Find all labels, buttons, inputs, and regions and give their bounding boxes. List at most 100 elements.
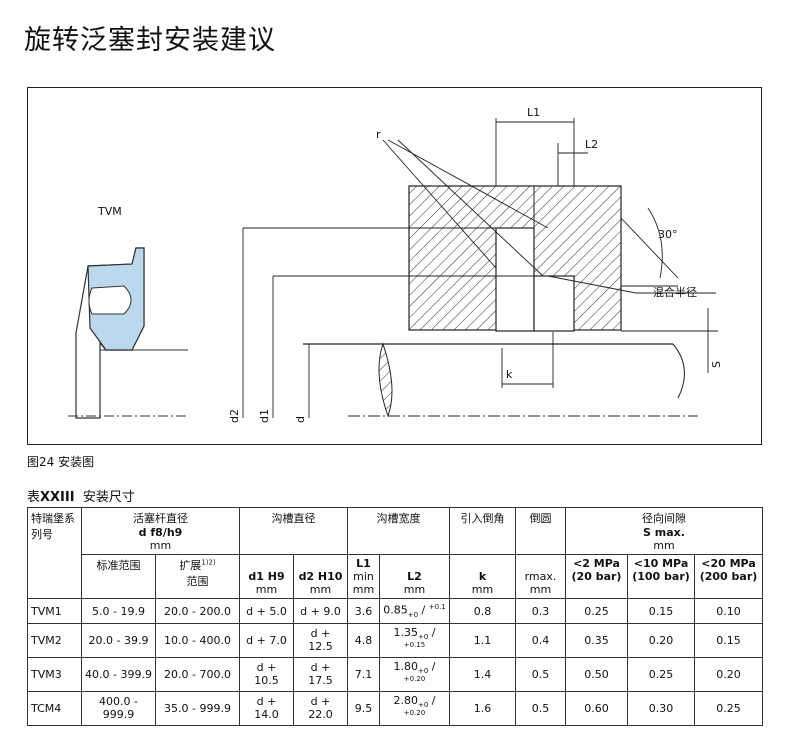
cell-l2-tol-hi: +0.20 xyxy=(403,675,426,684)
cell-ext: 20.0 - 200.0 xyxy=(155,598,240,624)
th-p10-bar: (100 bar) xyxy=(632,570,690,583)
cell-d2: d + 12.5 xyxy=(293,623,348,658)
housing-section xyxy=(408,185,622,332)
cell-d2: d + 22.0 xyxy=(293,690,348,726)
cell-d2: d + 17.5 xyxy=(293,656,348,692)
k-label: k xyxy=(506,368,513,381)
r-label: r xyxy=(376,128,381,141)
th-ext-range: 扩展1)2) 范围 xyxy=(155,554,240,599)
cell-l2: 2.80+0 / +0.20 xyxy=(379,690,450,726)
table-caption-prefix: 表 xyxy=(27,490,41,505)
cell-series: TVM2 xyxy=(27,623,82,658)
th-r-unit: mm xyxy=(529,583,552,596)
cell-d1: d + 5.0 xyxy=(239,598,294,624)
cell-l1: 7.1 xyxy=(347,656,380,692)
cell-l2-value: 0.85 xyxy=(383,603,408,617)
d2-label: d2 xyxy=(228,409,241,423)
cell-s20: 0.15 xyxy=(694,623,763,658)
table-caption-text: 安装尺寸 xyxy=(82,490,135,505)
th-gap-unit: mm xyxy=(653,539,675,552)
th-p20-label: <20 MPa xyxy=(701,557,756,570)
cell-ext: 35.0 - 999.9 xyxy=(155,690,240,726)
cell-std: 20.0 - 39.9 xyxy=(81,623,156,658)
s-label: S xyxy=(710,361,723,368)
cell-series: TCM4 xyxy=(27,690,82,726)
th-ext-range-text: 扩展 xyxy=(179,559,202,572)
cell-l2-value: 1.35 xyxy=(393,626,418,639)
tvm-label: TVM xyxy=(97,205,122,218)
cell-l2-tol-lo: +0 xyxy=(407,610,419,619)
cell-s20: 0.10 xyxy=(694,598,763,624)
th-l2-unit: mm xyxy=(403,583,426,596)
cell-s10: 0.15 xyxy=(627,598,695,624)
th-gap-sub: S max. xyxy=(643,526,685,539)
th-p10-label: <10 MPa xyxy=(633,557,689,570)
figure-caption: 图24 安装图 xyxy=(27,455,95,469)
cell-s2: 0.25 xyxy=(565,598,628,624)
cell-l2: 1.80+0 / +0.20 xyxy=(379,656,450,692)
cell-l2-tol-hi: +0.1 xyxy=(428,603,446,612)
installation-dimensions-table: 特瑞堡系列号 活塞杆直径 d f8/h9 mm 沟槽直径 沟槽宽度 引入倒角 倒… xyxy=(27,507,763,726)
cell-d1: d + 10.5 xyxy=(239,656,294,692)
cell-r: 0.5 xyxy=(515,656,566,692)
th-p2-bar: (20 bar) xyxy=(571,570,622,583)
th-l2-label: L2 xyxy=(407,570,422,583)
th-series: 特瑞堡系列号 xyxy=(27,507,82,599)
th-d1-label: d1 H9 xyxy=(248,570,285,583)
th-ext-range-text2: 范围 xyxy=(186,575,209,588)
cell-s20: 0.20 xyxy=(694,656,763,692)
l1-label: L1 xyxy=(527,106,540,119)
cell-l2-tol-lo: +0 xyxy=(417,633,429,642)
cell-series: TVM1 xyxy=(27,598,82,624)
tvm-seal-profile xyxy=(68,247,188,419)
cell-s2: 0.60 xyxy=(565,690,628,726)
cell-l1: 9.5 xyxy=(347,690,380,726)
installation-drawing: TVM xyxy=(27,87,762,445)
th-rod-tol: d f8/h9 xyxy=(138,526,183,539)
shaft-section xyxy=(303,342,698,418)
cell-k: 1.6 xyxy=(449,690,516,726)
th-ext-sup: 1)2) xyxy=(201,558,216,567)
th-fillet: 倒圆 xyxy=(515,507,566,555)
th-rod: 活塞杆直径 d f8/h9 mm xyxy=(81,507,240,555)
th-k-label: k xyxy=(478,570,487,583)
cell-k: 1.1 xyxy=(449,623,516,658)
th-std-range: 标准范围 xyxy=(81,554,156,599)
table-caption: 表XXIII 安装尺寸 xyxy=(27,486,135,505)
cell-r: 0.3 xyxy=(515,598,566,624)
cell-s20: 0.25 xyxy=(694,690,763,726)
cell-r: 0.5 xyxy=(515,690,566,726)
cell-l1: 3.6 xyxy=(347,598,380,624)
th-rod-title: 活塞杆直径 xyxy=(133,512,188,525)
table-caption-number: XXIII xyxy=(40,490,75,505)
cell-std: 40.0 - 399.9 xyxy=(81,656,156,692)
cell-std: 400.0 - 999.9 xyxy=(81,690,156,726)
th-groove-dia: 沟槽直径 xyxy=(239,507,348,555)
l2-label: L2 xyxy=(585,138,598,151)
cell-d2: d + 9.0 xyxy=(293,598,348,624)
cell-k: 1.4 xyxy=(449,656,516,692)
th-d2-label: d2 H10 xyxy=(298,570,343,583)
th-p2: <2 MPa(20 bar) xyxy=(565,554,628,599)
th-r: rmax.mm xyxy=(515,554,566,599)
th-d2-unit: mm xyxy=(309,583,332,596)
th-gap-title: 径向间隙 xyxy=(642,512,686,525)
th-rod-unit: mm xyxy=(149,539,172,552)
cell-ext: 10.0 - 400.0 xyxy=(155,623,240,658)
cell-l2-value: 1.80 xyxy=(393,659,418,673)
angle-label: 30° xyxy=(658,228,678,241)
cell-s2: 0.35 xyxy=(565,623,628,658)
cell-s10: 0.20 xyxy=(627,623,695,658)
th-lead: 引入倒角 xyxy=(449,507,516,555)
th-l1-unit: mm xyxy=(352,583,375,596)
cell-d1: d + 14.0 xyxy=(239,690,294,726)
cell-d1: d + 7.0 xyxy=(239,623,294,658)
cell-l1: 4.8 xyxy=(347,623,380,658)
